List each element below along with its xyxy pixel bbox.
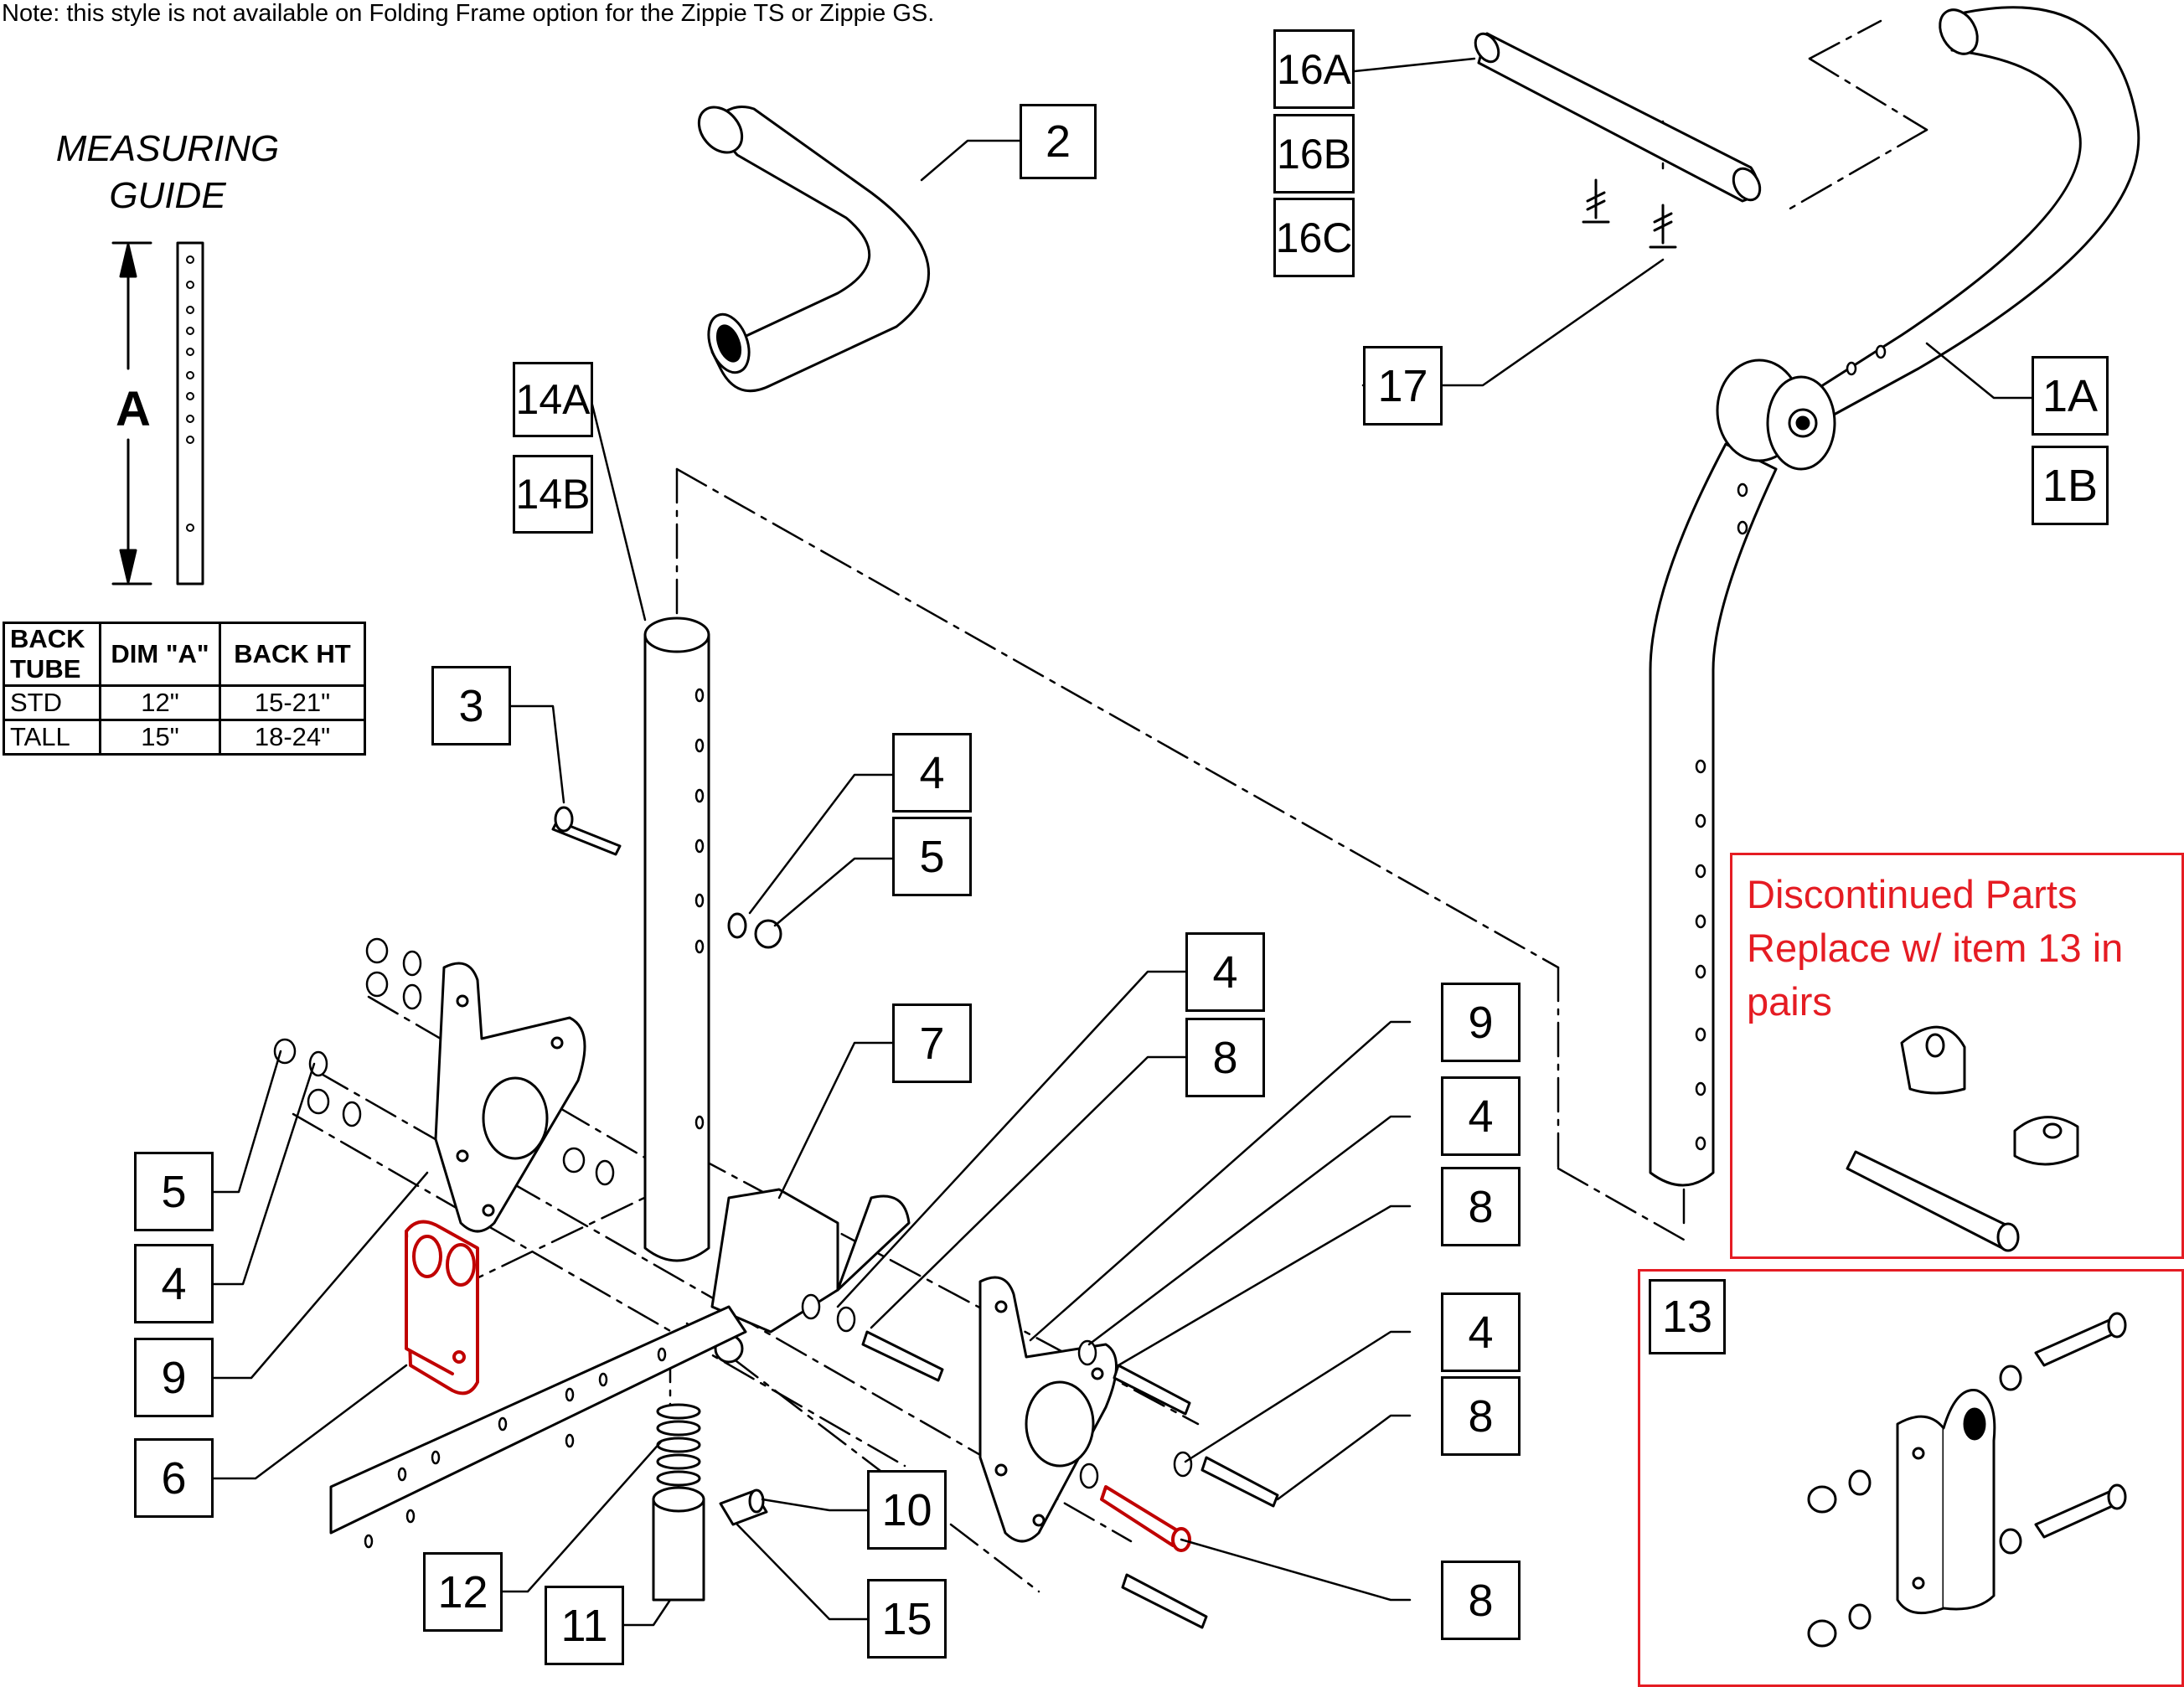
callout-4-right2: 4: [1441, 1292, 1521, 1372]
callout-6: 6: [134, 1438, 214, 1518]
compatibility-note: Note: this style is not available on Fol…: [2, 0, 935, 27]
measuring-guide-line2: GUIDE: [109, 175, 226, 216]
callout-4-top: 4: [892, 733, 972, 813]
table-header-row: BACK TUBE DIM "A" BACK HT: [3, 622, 366, 687]
dimension-a-label: A: [116, 382, 151, 436]
back-tube-table: BACK TUBE DIM "A" BACK HT STD 12" 15-21"…: [3, 622, 366, 756]
bolt-part-3: [551, 806, 622, 856]
callout-16c: 16C: [1273, 198, 1355, 277]
pin-parts-10-15: [719, 1488, 768, 1526]
callout-14b: 14B: [513, 455, 593, 534]
callout-15: 15: [867, 1579, 947, 1659]
callout-12: 12: [423, 1552, 503, 1632]
table-cell: TALL: [3, 719, 101, 756]
discontinued-parts-text: Discontinued Parts Replace w/ item 13 in…: [1747, 868, 2182, 1029]
callout-1b: 1B: [2032, 446, 2109, 525]
discontinued-parts-box: [1730, 853, 2184, 1259]
callout-8-mid: 8: [1185, 1018, 1265, 1097]
mounting-block-part-7: [710, 1188, 911, 1364]
callout-2: 2: [1020, 104, 1097, 179]
callout-8-right2: 8: [1441, 1376, 1521, 1456]
back-tube-part-14: [643, 617, 710, 1262]
item-13-box: [1638, 1269, 2184, 1687]
table-cell: 15": [99, 719, 221, 756]
cross-bar-part-16: [1474, 32, 1762, 249]
receiver-tube-part-11: [652, 1486, 705, 1602]
table-cell: 12": [99, 684, 221, 721]
header-back-tube: BACK TUBE: [3, 622, 101, 687]
measuring-guide-line1: MEASURING: [55, 128, 280, 169]
table-cell: STD: [3, 684, 101, 721]
table-cell: 18-24": [219, 719, 366, 756]
header-dim-a: DIM "A": [99, 622, 221, 687]
bolt-parts-8: [861, 1330, 1279, 1629]
callout-14a: 14A: [513, 362, 593, 437]
table-cell: 15-21": [219, 684, 366, 721]
spring-part-12: [656, 1403, 701, 1487]
seat-frame-rail: [329, 1305, 747, 1549]
measuring-guide-drawing: [111, 241, 204, 586]
callout-9-left: 9: [134, 1338, 214, 1417]
callout-5-left: 5: [134, 1152, 214, 1231]
callout-7: 7: [892, 1003, 972, 1083]
item-13-kit-drawing: [1807, 1312, 2127, 1648]
callout-17: 17: [1363, 346, 1443, 426]
washers-and-nuts: [273, 937, 1193, 1489]
callout-16a: 16A: [1273, 29, 1355, 109]
callout-8-right3: 8: [1441, 1561, 1521, 1640]
callout-4-right1: 4: [1441, 1076, 1521, 1156]
bracket-part-6: [405, 1220, 479, 1396]
callout-8-right1: 8: [1441, 1167, 1521, 1246]
washer-nut-parts-4-5: [727, 912, 782, 949]
callout-11: 11: [545, 1586, 624, 1665]
callout-9-right: 9: [1441, 983, 1521, 1062]
callout-5-top: 5: [892, 817, 972, 896]
discontinued-parts-drawing: [1846, 1025, 2079, 1252]
measuring-guide-title: MEASURING GUIDE: [34, 126, 302, 219]
header-back-ht: BACK HT: [219, 622, 366, 687]
callout-4-left: 4: [134, 1244, 214, 1323]
callout-4-mid: 4: [1185, 932, 1265, 1012]
callout-13: 13: [1649, 1279, 1726, 1354]
callout-1a: 1A: [2032, 356, 2109, 436]
table-row: TALL 15" 18-24": [3, 719, 366, 756]
mounting-plate-right-part-9: [978, 1276, 1118, 1543]
mounting-plate-left-part-9: [434, 962, 586, 1233]
back-post-part-1: [1649, 6, 2140, 1187]
discontinued-line2: Replace w/ item 13 in: [1747, 926, 2124, 970]
table-row: STD 12" 15-21": [3, 684, 366, 721]
callout-10: 10: [867, 1470, 947, 1550]
discontinued-line3: pairs: [1747, 979, 1832, 1024]
callout-3: 3: [431, 666, 511, 745]
discontinued-line1: Discontinued Parts: [1747, 872, 2078, 916]
bolt-part-8-highlighted: [1100, 1485, 1191, 1552]
callout-16b: 16B: [1273, 114, 1355, 193]
push-handle-part-2: [697, 106, 931, 393]
